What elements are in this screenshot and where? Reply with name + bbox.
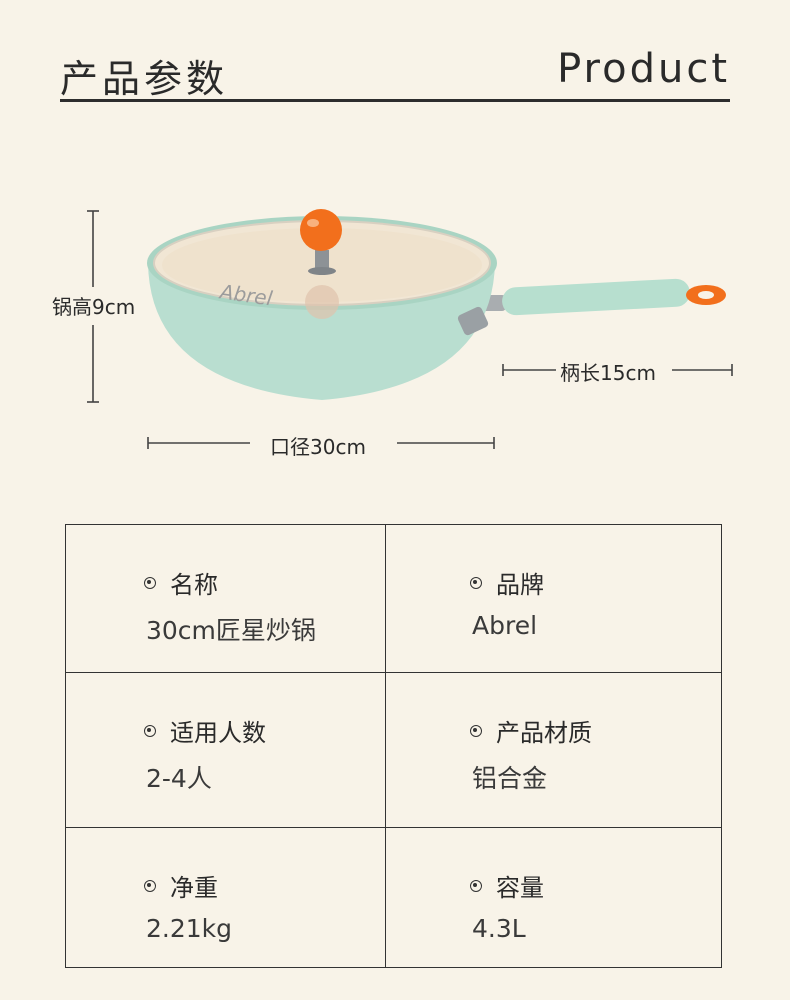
- pan-handle: [470, 278, 726, 316]
- mouth-dimension-label: 口径30cm: [266, 431, 370, 460]
- section-header: 产品参数 Product: [60, 40, 730, 102]
- wok-illustration: [87, 209, 733, 449]
- height-dimension-line: [87, 210, 99, 403]
- handle-dimension-label: 柄长15cm: [556, 357, 660, 386]
- height-dimension-label: 锅高9cm: [48, 291, 140, 320]
- section-title-cn: 产品参数: [60, 57, 229, 101]
- handle-dimension-line: [502, 364, 733, 376]
- spec-value: 2.21kg: [146, 914, 233, 943]
- spec-cell-weight: 净重 2.21kg: [66, 828, 386, 967]
- bullet-icon: [470, 724, 482, 737]
- spec-table: 名称 30cm匠星炒锅 品牌 Abrel 适用人数 2-4人 产品材质 铝合金 …: [65, 524, 722, 968]
- bullet-icon: [470, 879, 482, 892]
- spec-value: 铝合金: [472, 764, 548, 793]
- bullet-icon: [144, 724, 156, 737]
- spec-cell-name: 名称 30cm匠星炒锅: [66, 525, 386, 673]
- spec-cell-brand: 品牌 Abrel: [386, 525, 721, 673]
- spec-label: 适用人数: [170, 719, 266, 747]
- mouth-dimension-line: [147, 437, 495, 449]
- spec-label: 产品材质: [496, 719, 592, 747]
- section-title-en: Product: [557, 46, 730, 92]
- spec-cell-material: 产品材质 铝合金: [386, 673, 721, 828]
- bullet-icon: [144, 879, 156, 892]
- spec-cell-servings: 适用人数 2-4人: [66, 673, 386, 828]
- spec-label: 名称: [170, 571, 218, 599]
- spec-value: Abrel: [472, 611, 538, 640]
- bullet-icon: [144, 576, 156, 589]
- spec-cell-capacity: 容量 4.3L: [386, 828, 721, 967]
- spec-value: 2-4人: [146, 764, 212, 793]
- spec-label: 品牌: [496, 571, 544, 599]
- spec-value: 30cm匠星炒锅: [146, 616, 316, 645]
- spec-label: 净重: [170, 874, 218, 902]
- lid-knob: [300, 209, 342, 251]
- spec-label: 容量: [496, 874, 544, 902]
- product-figure: Abrel 锅高9cm 柄长15cm 口径30cm: [40, 195, 760, 465]
- header-divider: [60, 99, 730, 102]
- spec-value: 4.3L: [472, 914, 526, 943]
- bullet-icon: [470, 576, 482, 589]
